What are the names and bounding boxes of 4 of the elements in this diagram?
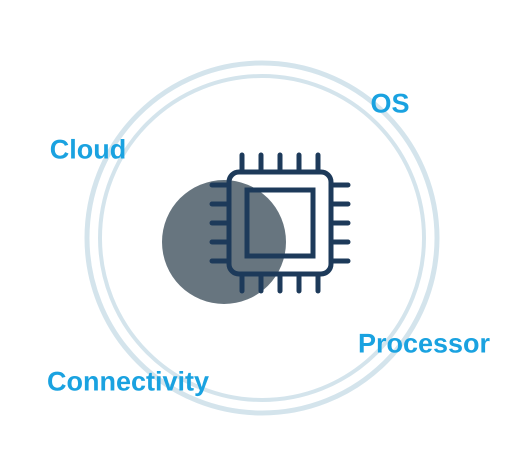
topic-label: Connectivity	[46, 368, 210, 396]
topic-label: Processor	[358, 330, 490, 358]
topic-label: OS	[370, 90, 410, 118]
topic-label: Cloud	[50, 136, 126, 164]
